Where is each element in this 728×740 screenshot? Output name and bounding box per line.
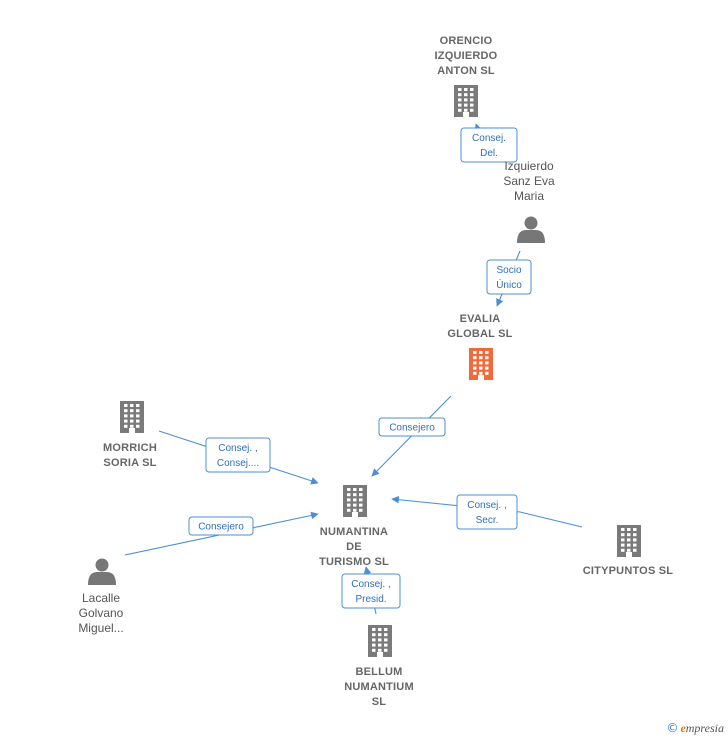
node-label: ANTON SL: [437, 65, 495, 77]
building-icon: [469, 348, 493, 380]
person-icon: [88, 558, 116, 585]
copyright-icon: ©: [666, 721, 679, 735]
edge-label-box: [341, 573, 401, 609]
edge-label-box: [188, 516, 254, 536]
brand-name: mpresia: [685, 721, 724, 735]
node-label: BELLUM: [355, 666, 402, 678]
node-label: Maria: [514, 189, 544, 203]
node-label: Golvano: [79, 606, 124, 620]
node-label: CITYPUNTOS SL: [583, 565, 673, 577]
edge-label-box: [378, 417, 446, 437]
node-label: SL: [372, 696, 387, 708]
node-label: Lacalle: [82, 591, 120, 605]
edge-label-text: Consejero: [389, 423, 435, 434]
building-icon: [120, 401, 144, 433]
node-label: Izquierdo: [504, 159, 554, 173]
edge-evalia-numantina: Consejero: [371, 395, 452, 477]
edge-lacalle-numantina: Consejero: [124, 511, 319, 556]
edge-label[interactable]: Consej. Del.: [460, 127, 518, 163]
building-icon: [617, 525, 641, 557]
edge-line: [391, 495, 583, 528]
edge-morrich-numantina: Consej. , Consej....: [158, 430, 319, 485]
node-label: ORENCIO: [440, 35, 493, 47]
edge-label-text: Consej. ,: [218, 443, 257, 454]
node-label: Miguel...: [78, 621, 123, 635]
node-label: MORRICH: [103, 442, 157, 454]
node-numantina[interactable]: NUMANTINA DE TURISMO SL: [319, 485, 389, 568]
node-label: IZQUIERDO: [435, 50, 498, 62]
edge-label-box: [456, 494, 518, 530]
node-evalia[interactable]: EVALIA GLOBAL SL: [447, 313, 512, 380]
node-label: NUMANTIUM: [344, 681, 414, 693]
node-morrich[interactable]: MORRICH SORIA SL: [103, 401, 157, 469]
node-label: DE: [346, 541, 362, 553]
person-icon: [517, 216, 545, 243]
edge-bellum-numantina: Consej. , Presid.: [341, 566, 401, 615]
node-bellum[interactable]: BELLUM NUMANTIUM SL: [344, 625, 414, 708]
building-icon: [368, 625, 392, 657]
edge-label-text: Presid.: [355, 594, 386, 605]
edge-label[interactable]: Consej. , Consej....: [205, 437, 271, 473]
node-orencio[interactable]: ORENCIO IZQUIERDO ANTON SL: [435, 35, 498, 117]
edge-label[interactable]: Consejero: [188, 516, 254, 536]
node-label: SORIA SL: [103, 457, 156, 469]
edge-label-text: Consej. ,: [467, 500, 506, 511]
edge-label[interactable]: Consej. , Secr.: [456, 494, 518, 530]
edge-label-box: [460, 127, 518, 163]
edge-label-text: Consejero: [198, 522, 244, 533]
node-label: TURISMO SL: [319, 556, 389, 568]
edge-citypuntos-numantina: Consej. , Secr.: [391, 494, 583, 530]
node-label: EVALIA: [460, 313, 501, 325]
edge-label-box: [486, 259, 532, 295]
edge-label-text: Secr.: [476, 515, 499, 526]
node-citypuntos[interactable]: CITYPUNTOS SL: [583, 525, 673, 577]
building-icon: [343, 485, 367, 517]
edge-label-text: Consej.: [472, 133, 506, 144]
edge-label-text: Consej. ,: [351, 579, 390, 590]
node-lacalle[interactable]: LacalleGolvanoMiguel...: [78, 558, 124, 636]
edge-izq-orencio: Consej. Del.: [460, 123, 518, 163]
building-icon: [454, 85, 478, 117]
edge-label-text: Del.: [480, 148, 498, 159]
brand-initial: e: [680, 721, 686, 735]
edge-label-box: [205, 437, 271, 473]
node-label: Sanz Eva: [503, 174, 555, 188]
empresia-watermark[interactable]: ©empresia: [666, 721, 724, 736]
node-label: GLOBAL SL: [447, 328, 512, 340]
node-label: NUMANTINA: [320, 526, 388, 538]
edge-label-text: Único: [496, 278, 522, 291]
edge-label[interactable]: Consejero: [378, 417, 446, 437]
edge-label-text: Consej....: [217, 458, 259, 469]
edge-label-text: Socio: [496, 265, 521, 276]
edge-label[interactable]: Consej. , Presid.: [341, 573, 401, 609]
